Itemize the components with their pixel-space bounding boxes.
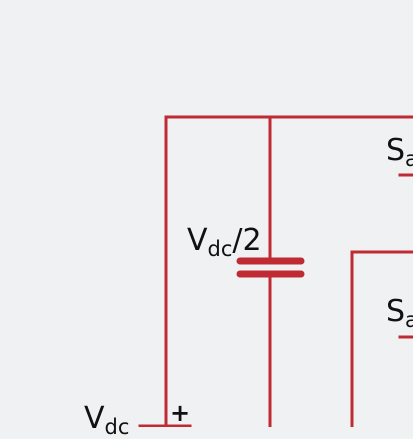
capacitor-label-suffix: /2	[232, 223, 262, 258]
source-label-subscript: dc	[104, 415, 130, 439]
capacitor-label-main: V	[187, 223, 208, 258]
circuit-diagram: Vdc/2 Sa Sa Vdc +	[84, 115, 413, 438]
switch-1-label-subscript: a	[405, 147, 413, 171]
switch-2-label: Sa	[386, 297, 413, 331]
dc-source-label: Vdc	[84, 404, 129, 438]
source-plus-sign: +	[170, 399, 191, 427]
circuit-schematic	[138, 115, 413, 429]
switch-1-label-main: S	[386, 133, 406, 168]
source-label-main: V	[84, 401, 105, 436]
switch-2-label-subscript: a	[405, 308, 413, 332]
capacitor-voltage-label: Vdc/2	[187, 226, 262, 260]
switch-2-label-main: S	[386, 294, 406, 329]
capacitor-label-subscript: dc	[207, 237, 233, 261]
switch-1-label: Sa	[386, 136, 413, 170]
